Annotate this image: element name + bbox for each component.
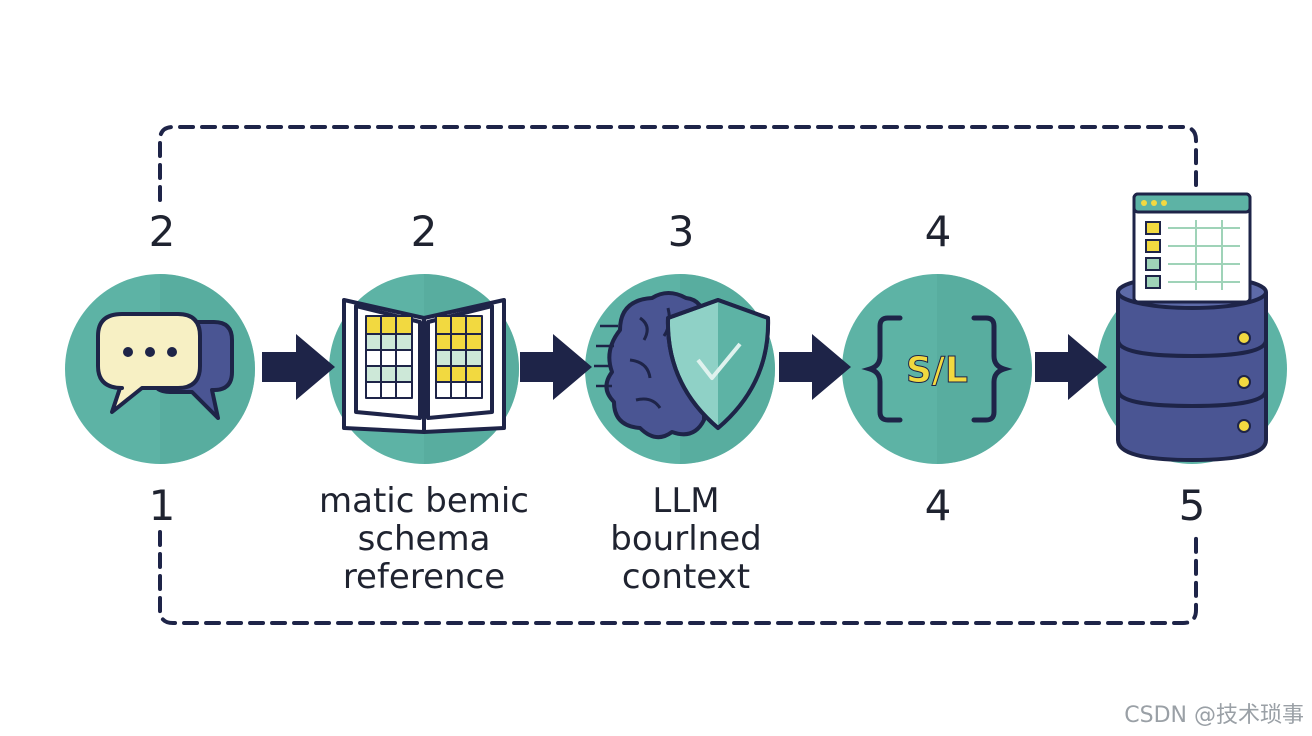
step-2-label-line-2: schema xyxy=(357,519,491,559)
step-2-label: matic bemic schema reference xyxy=(304,482,544,596)
step-1-top-number: 2 xyxy=(148,207,176,256)
arrow-3-to-4 xyxy=(779,334,851,400)
step-4-top-number: 4 xyxy=(924,207,952,256)
step-3-top-number: 3 xyxy=(667,207,695,256)
step-3-label-line-3: context xyxy=(621,557,751,597)
watermark: CSDN @技术琐事 xyxy=(1124,703,1304,728)
step-1-bottom-number: 1 xyxy=(148,481,176,530)
spreadsheet-window-icon xyxy=(1132,192,1252,304)
flow-arrows xyxy=(262,334,1107,400)
step-3-label-line-1: LLM xyxy=(652,481,720,521)
step-2-label-line-3: reference xyxy=(342,557,506,597)
brain-shield-icon xyxy=(594,291,771,440)
sql-icon-text: S/L xyxy=(906,350,968,391)
arrow-4-to-5 xyxy=(1035,334,1107,400)
database-stack-icon xyxy=(1116,274,1268,462)
loop-top-path xyxy=(158,125,1198,202)
step-2-top-number: 2 xyxy=(410,207,438,256)
loop-bottom-path xyxy=(158,530,1198,625)
sql-braces-icon: S/L xyxy=(861,315,1013,423)
arrow-1-to-2 xyxy=(262,334,335,400)
arrow-2-to-3 xyxy=(520,334,592,400)
step-4-shade xyxy=(937,274,1032,464)
open-book-table-icon xyxy=(342,298,506,434)
chat-bubbles-icon xyxy=(96,312,234,420)
feedback-loop xyxy=(158,125,1198,625)
step-2-label-line-1: matic bemic xyxy=(319,481,529,521)
step-3-label: LLM bourlned context xyxy=(566,482,806,596)
step-3-label-line-2: bourlned xyxy=(610,519,762,559)
step-5-bottom-number: 5 xyxy=(1178,481,1206,530)
step-4-bottom-number: 4 xyxy=(924,481,952,530)
